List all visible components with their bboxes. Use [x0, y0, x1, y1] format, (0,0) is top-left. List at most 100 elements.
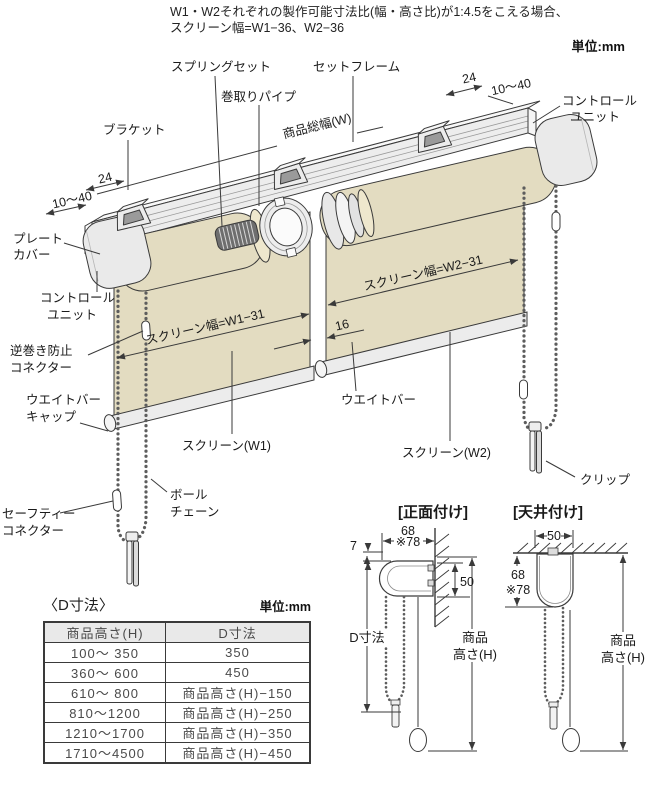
ceiling-dim-68: 68	[511, 568, 525, 582]
clip-left	[125, 531, 139, 587]
safety-connector	[112, 489, 122, 512]
label-weightbar-cap-1: ウエイトバー	[26, 393, 101, 407]
connector-right-lower	[519, 379, 528, 400]
d-table-units: 単位:mm	[259, 600, 311, 614]
note-text: W1・W2それぞれの製作可能寸法比(幅・高さ比)が1:4.5をこえる場合、 スク…	[170, 4, 640, 37]
front-chain	[384, 595, 406, 705]
label-safety-connector-2: コネクター	[2, 524, 64, 538]
label-ball-chain-2: チェーン	[170, 505, 219, 519]
ceiling-height-1: 商品	[610, 633, 636, 648]
label-screen-w1: スクリーン(W1)	[182, 439, 271, 453]
ceiling-mount-title: [天井付け]	[513, 503, 583, 521]
table-row: 810〜1200 商品高さ(H)−250	[43, 702, 311, 723]
label-control-unit-right-2: ユニット	[570, 110, 620, 124]
reverse-wind-connector-right	[551, 211, 561, 232]
winding-pipe	[259, 196, 313, 258]
cell-height-range: 100〜 350	[43, 642, 167, 663]
note-line2: スクリーン幅=W1−36、W2−36	[170, 21, 345, 36]
table-row: 100〜 350 350	[43, 642, 311, 663]
table-row: 1710〜4500 商品高さ(H)−450	[43, 742, 311, 764]
label-plate-cover-1: プレート	[13, 232, 63, 246]
front-dim-50: 50	[460, 575, 474, 589]
plate-cover	[82, 215, 152, 289]
front-clip	[390, 699, 401, 728]
dim-1040-right: 10〜40	[490, 76, 532, 98]
bracket-middle	[273, 157, 309, 190]
cell-height-range: 1210〜1700	[43, 722, 167, 743]
front-pull-ball	[409, 728, 427, 752]
cell-d-value: 商品高さ(H)−150	[165, 682, 311, 703]
label-winding-pipe: 巻取りパイプ	[221, 90, 297, 104]
front-mount-title: [正面付け]	[398, 503, 468, 521]
cell-d-value: 商品高さ(H)−450	[165, 742, 311, 764]
front-mount-diagram: [正面付け]	[345, 503, 498, 752]
d-table-block: 〈D寸法〉 単位:mm 商品高さ(H) D寸法 100〜 350 350 360…	[43, 594, 311, 764]
label-weight-bar: ウエイトバー	[341, 393, 416, 407]
units-label-top: 単位:mm	[571, 39, 625, 54]
table-row: 360〜 600 450	[43, 662, 311, 683]
label-plate-cover-2: カバー	[13, 248, 51, 262]
label-control-unit-right-1: コントロール	[562, 94, 637, 108]
ceiling	[513, 542, 628, 554]
ceiling-mount-diagram: [天井付け]	[502, 503, 646, 752]
cell-d-value: 450	[165, 662, 311, 683]
spring-set	[214, 219, 260, 251]
label-reverse-connector-2: コネクター	[10, 361, 72, 375]
dim-24-right: 24	[461, 70, 478, 87]
front-height-1: 商品	[462, 630, 488, 645]
label-screen-w2: スクリーン(W2)	[402, 446, 491, 460]
ceiling-dims	[502, 530, 646, 752]
dim-gap16: 16	[334, 317, 351, 334]
label-clip: クリップ	[580, 473, 631, 487]
note-line1: W1・W2それぞれの製作可能寸法比(幅・高さ比)が1:4.5をこえる場合、	[170, 5, 569, 19]
cell-height-range: 810〜1200	[43, 702, 167, 723]
wall	[434, 528, 450, 628]
label-ball-chain-1: ボール	[170, 488, 208, 502]
dim-24-left: 24	[97, 170, 114, 187]
d-table-heading: 〈D寸法〉	[43, 597, 114, 614]
cell-height-range: 1710〜4500	[43, 742, 167, 764]
roller-w2	[319, 146, 557, 250]
table-row: 610〜 800 商品高さ(H)−150	[43, 682, 311, 703]
label-safety-connector-1: セーフティー	[2, 507, 76, 521]
cell-height-range: 610〜 800	[43, 682, 167, 703]
front-dim-68: 68	[401, 524, 415, 538]
label-weightbar-cap-2: キャップ	[26, 410, 77, 424]
col-header-product-height: 商品高さ(H)	[43, 621, 167, 643]
label-bracket: ブラケット	[103, 122, 166, 137]
bracket-right	[417, 120, 453, 153]
clip-right	[528, 421, 542, 474]
label-spring-set: スプリングセット	[171, 60, 271, 74]
table-row: 1210〜1700 商品高さ(H)−350	[43, 722, 311, 743]
ceiling-height-2: 高さ(H)	[601, 650, 645, 665]
label-set-frame: セットフレーム	[313, 60, 400, 74]
cell-d-value: 商品高さ(H)−250	[165, 702, 311, 723]
weight-bar-w1	[103, 365, 315, 432]
label-product-width: 商品総幅(W)	[281, 110, 353, 142]
cell-d-value: 350	[165, 642, 311, 663]
front-unit-body	[378, 560, 435, 597]
ceiling-pull-ball	[562, 728, 580, 752]
ball-chain-right	[522, 184, 558, 432]
main-drawing: スプリングセット 巻取りパイプ セットフレーム 商品総幅(W) ブラケット コン…	[2, 60, 637, 587]
label-control-unit-left-2: ユニット	[47, 308, 97, 322]
weight-bar-w2	[314, 311, 528, 378]
bracket-left	[116, 198, 152, 231]
table-header-row: 商品高さ(H) D寸法	[43, 621, 311, 643]
ceiling-chain	[543, 606, 565, 707]
front-dim-7: 7	[350, 539, 357, 553]
label-control-unit-left-1: コントロール	[40, 291, 115, 305]
front-dim-78: ※78	[396, 535, 420, 549]
leader-lines	[59, 75, 576, 514]
front-dims	[345, 533, 498, 752]
ceiling-dim-50: 50	[547, 529, 561, 543]
front-dim-d: D寸法	[349, 630, 384, 645]
cell-d-value: 商品高さ(H)−350	[165, 722, 311, 743]
ceiling-dim-78: ※78	[506, 583, 530, 597]
dimension-lines	[45, 84, 519, 360]
ceiling-clip	[548, 701, 559, 730]
control-unit-right-cap	[534, 114, 598, 186]
label-reverse-connector-1: 逆巻き防止	[10, 343, 73, 358]
